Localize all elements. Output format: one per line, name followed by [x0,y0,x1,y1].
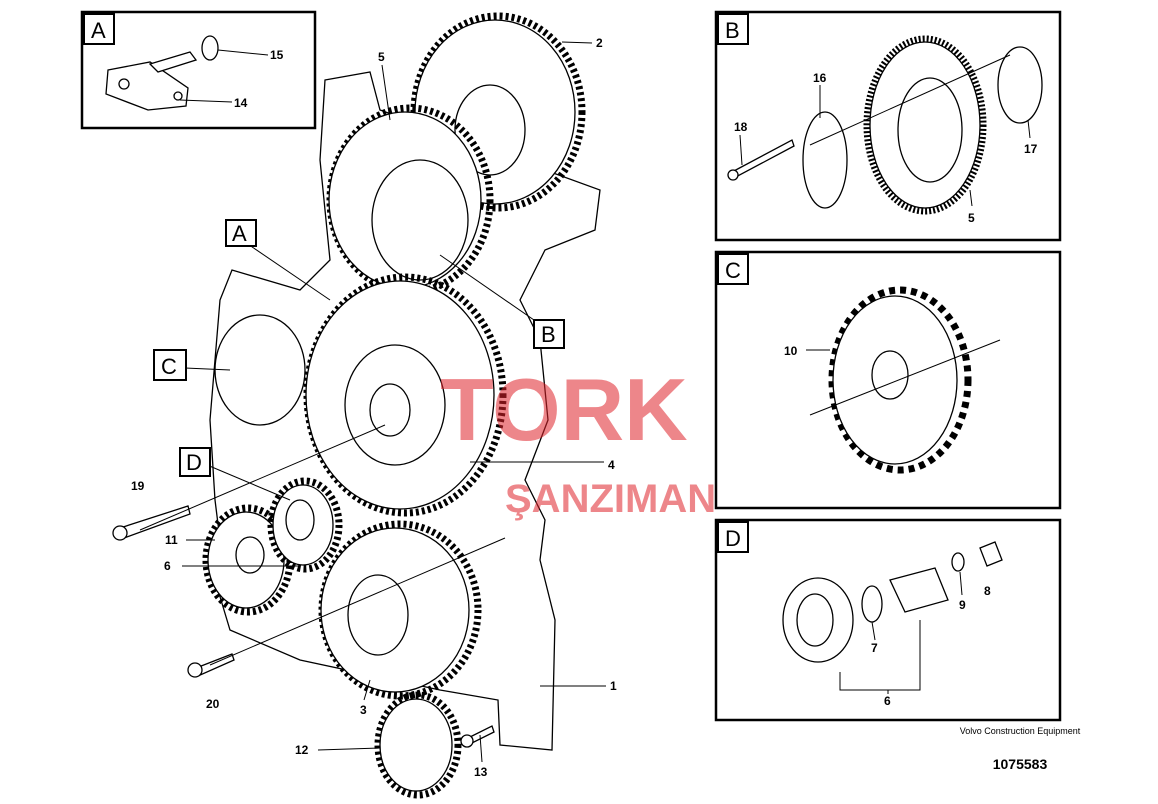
part-number: 6 [884,694,891,708]
bracket-part [105,35,219,111]
part-number: 9 [959,598,966,612]
callout-c: C [153,349,187,381]
callout-a: A [225,219,257,247]
inset-b-frame [714,10,1062,242]
part-number: 7 [871,641,878,655]
gear-10 [806,286,1001,474]
svg-text:C: C [725,258,741,283]
inset-b-parts [727,35,1043,215]
gear-6 [267,477,343,573]
svg-text:A: A [91,18,106,43]
part-number: 19 [131,479,145,493]
part-number: 12 [295,743,309,757]
part-number: 16 [813,71,827,85]
part-number: 4 [608,458,615,472]
inset-c-frame [714,250,1062,510]
bolt-20 [187,653,235,678]
svg-text:A: A [232,221,247,246]
diagram-code: 1075583 [992,756,1048,772]
gear-12 [374,691,462,799]
part-number: 11 [165,533,178,547]
watermark-logo: TORK ŞANZIMAN [440,360,716,521]
svg-text:B: B [541,322,556,347]
part-number: 13 [474,765,488,779]
part-number: 1 [610,679,617,693]
inset-a-frame [80,10,317,130]
inset-d-frame [714,518,1062,722]
svg-text:D: D [186,450,202,475]
part-number: 8 [984,584,991,598]
gear-5 [326,104,494,296]
callout-b: B [533,319,565,349]
leader-lines [139,41,606,763]
part-number: 3 [360,703,367,717]
part-number: 20 [206,697,220,711]
svg-text:D: D [725,526,741,551]
callout-d: D [179,447,211,477]
part-number: 5 [968,211,975,225]
bolt-19 [112,505,191,541]
svg-text:TORK: TORK [440,360,688,459]
plate-opening [214,314,306,426]
svg-text:ŞANZIMAN: ŞANZIMAN [505,477,716,521]
svg-text:B: B [725,18,740,43]
inset-c-tag: C [717,253,749,285]
part-number: 10 [784,344,798,358]
inset-d-tag: D [717,521,749,553]
part-number: 14 [234,96,248,110]
inset-b-tag: B [717,13,749,45]
inset-d-parts [782,541,1003,694]
company-label: Volvo Construction Equipment [959,726,1081,736]
part-number: 2 [596,36,603,50]
part-number: 18 [734,120,748,134]
part-number: 6 [164,559,171,573]
part-number: 17 [1024,142,1038,156]
part-number: 15 [270,48,284,62]
svg-text:C: C [161,354,177,379]
bolt-13 [460,725,495,748]
gear-4 [303,273,507,517]
inset-a-tag: A [83,13,115,45]
part-number: 5 [378,50,385,64]
